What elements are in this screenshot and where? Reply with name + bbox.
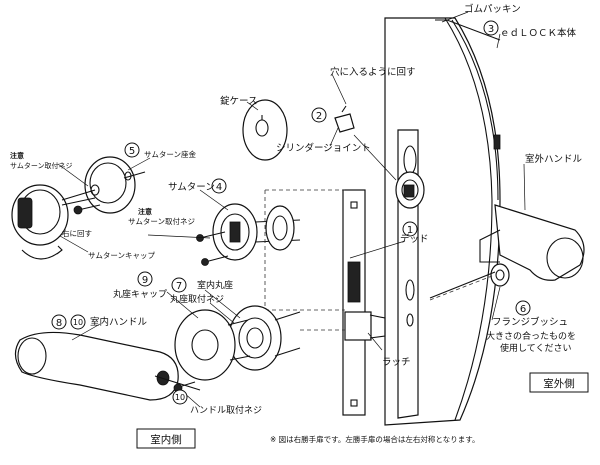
label-flange-note-2: 使用してください [500,342,571,354]
label-marukyap: 丸座キャップ [113,288,167,300]
svg-text:4: 4 [216,182,222,193]
mounting-outline [264,189,345,331]
label-edlock-body: ｅｄＬＯＣＫ本体 [500,27,577,39]
label-flange-note-1: 大きさの合ったものを [486,330,576,342]
thumbturn-screws-mid [196,231,229,266]
svg-text:10: 10 [175,393,185,402]
leader-lines [57,11,526,408]
round-cap [174,309,236,381]
indoor-round-base [228,305,301,371]
label-thumbturn-screw-2: サムターン取付ネジ [128,216,195,226]
label-ana-ni-hairu: 穴に入るように回す [330,66,416,78]
footnote: ※ 図は右勝手扉です。左勝手扉の場合は左右対称となります。 [270,434,479,444]
label-caution-2: 注意 [138,207,152,216]
label-latch: ラッチ [382,357,411,368]
svg-text:3: 3 [488,24,494,35]
label-indoor-marukaza: 室内丸座 [197,279,233,291]
label-thumbturn-base: サムターン座金 [144,149,196,159]
label-dead: デッド [400,233,429,245]
label-outdoor-handle: 室外ハンドル [525,153,583,165]
part-number-10b: 10 [172,389,188,405]
label-migi-ni-mawasu: 右に回す [62,228,92,238]
label-cylinder-joint: シリンダージョイント [276,142,371,154]
part-number-7: 7 [171,277,187,293]
svg-text:2: 2 [316,111,322,122]
svg-text:9: 9 [142,275,148,286]
svg-text:5: 5 [129,146,135,157]
indoor-side-box: 室内側 [136,428,196,449]
label-marukaza-screw: 丸座取付ネジ [170,293,224,305]
label-indoor-side: 室内側 [150,433,182,446]
svg-text:6: 6 [520,304,526,315]
thumbturn [212,203,301,261]
part-number-10a: 10 [70,314,86,330]
label-handle-screw: ハンドル取付ネジ [190,405,262,416]
thumbturn-plate [265,205,295,251]
svg-text:7: 7 [176,281,182,292]
label-flange-bush: フランジブッシュ [492,316,568,328]
svg-text:1: 1 [407,225,413,236]
part-number-1: 1 [402,221,418,237]
svg-text:8: 8 [56,318,62,329]
part-number-5: 5 [124,142,140,158]
label-jou-case: 錠ケース [220,95,258,107]
cylinder-joint-piece [334,105,355,133]
label-gomu-packing: ゴムパッキン [464,3,521,15]
label-indoor-handle: 室内ハンドル [90,316,148,328]
label-thumbturn-screw-1: サムターン取付ネジ [10,161,73,170]
part-number-2: 2 [311,107,327,123]
round-base-screws [227,319,251,361]
svg-text:10: 10 [73,318,83,327]
cylinder-joint [395,171,425,209]
label-outdoor-side: 室外側 [543,377,575,390]
indoor-handle [14,331,201,401]
outdoor-handle [479,204,585,281]
part-number-9: 9 [137,271,153,287]
lock-case-plate [342,189,386,416]
part-number-4: 4 [211,178,227,194]
flange-bush [429,263,510,301]
outdoor-side-box: 室外側 [529,372,589,393]
thumbturn-cap [11,184,96,246]
part-number-3: 3 [483,20,499,36]
part-number-6: 6 [515,300,531,316]
part-number-8: 8 [51,314,67,330]
thumbturn-screws-left [73,171,146,215]
label-caution-1: 注意 [10,151,24,160]
rotate-arrow-icon [21,245,63,260]
label-thumbturn: サムターン [168,182,215,193]
label-thumbturn-cap: サムターンキャップ [88,251,155,260]
thumbturn-base [84,156,136,214]
lock-case-cover [242,99,288,161]
